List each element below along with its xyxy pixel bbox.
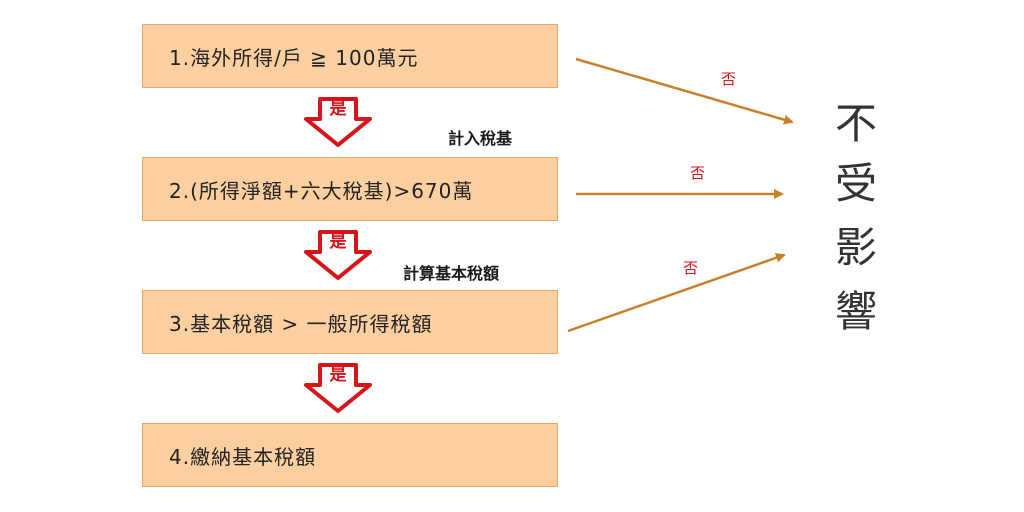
yes-arrow-2: 是: [298, 230, 378, 280]
down-arrow-icon: [304, 230, 372, 280]
down-arrow-icon: [304, 97, 372, 147]
step-box-3-text: 3.基本稅額 > 一般所得稅額: [169, 311, 433, 336]
yes-label-2: 是: [329, 232, 347, 252]
no-arrow-3: [567, 252, 786, 333]
yes-arrow-3: 是: [298, 363, 378, 413]
no-arrow-1: [575, 57, 794, 125]
result-char-4: 響: [834, 287, 877, 336]
step-box-1: 1.海外所得/戶 ≧ 100萬元: [142, 24, 558, 88]
result-char-1: 不: [834, 99, 877, 148]
yes-label-3: 是: [329, 365, 347, 385]
yes-label-1: 是: [329, 99, 347, 119]
step-box-4: 4.繳納基本稅額: [142, 423, 558, 487]
no-label-2: 否: [690, 164, 706, 182]
no-label-3: 否: [683, 259, 699, 277]
no-label-1: 否: [721, 70, 737, 88]
note-add-to-tax-base: 計入稅基: [448, 129, 513, 148]
step-box-1-text: 1.海外所得/戶 ≧ 100萬元: [169, 45, 419, 70]
note-calculate-basic-tax: 計算基本稅額: [403, 264, 500, 283]
step-box-3: 3.基本稅額 > 一般所得稅額: [142, 290, 558, 354]
step-box-2: 2.(所得淨額+六大稅基)>670萬: [142, 157, 558, 221]
result-char-2: 受: [834, 159, 877, 208]
down-arrow-icon: [304, 363, 372, 413]
yes-arrow-1: 是: [298, 97, 378, 147]
step-box-4-text: 4.繳納基本稅額: [169, 444, 317, 469]
step-box-2-text: 2.(所得淨額+六大稅基)>670萬: [169, 178, 474, 203]
result-char-3: 影: [834, 223, 877, 272]
